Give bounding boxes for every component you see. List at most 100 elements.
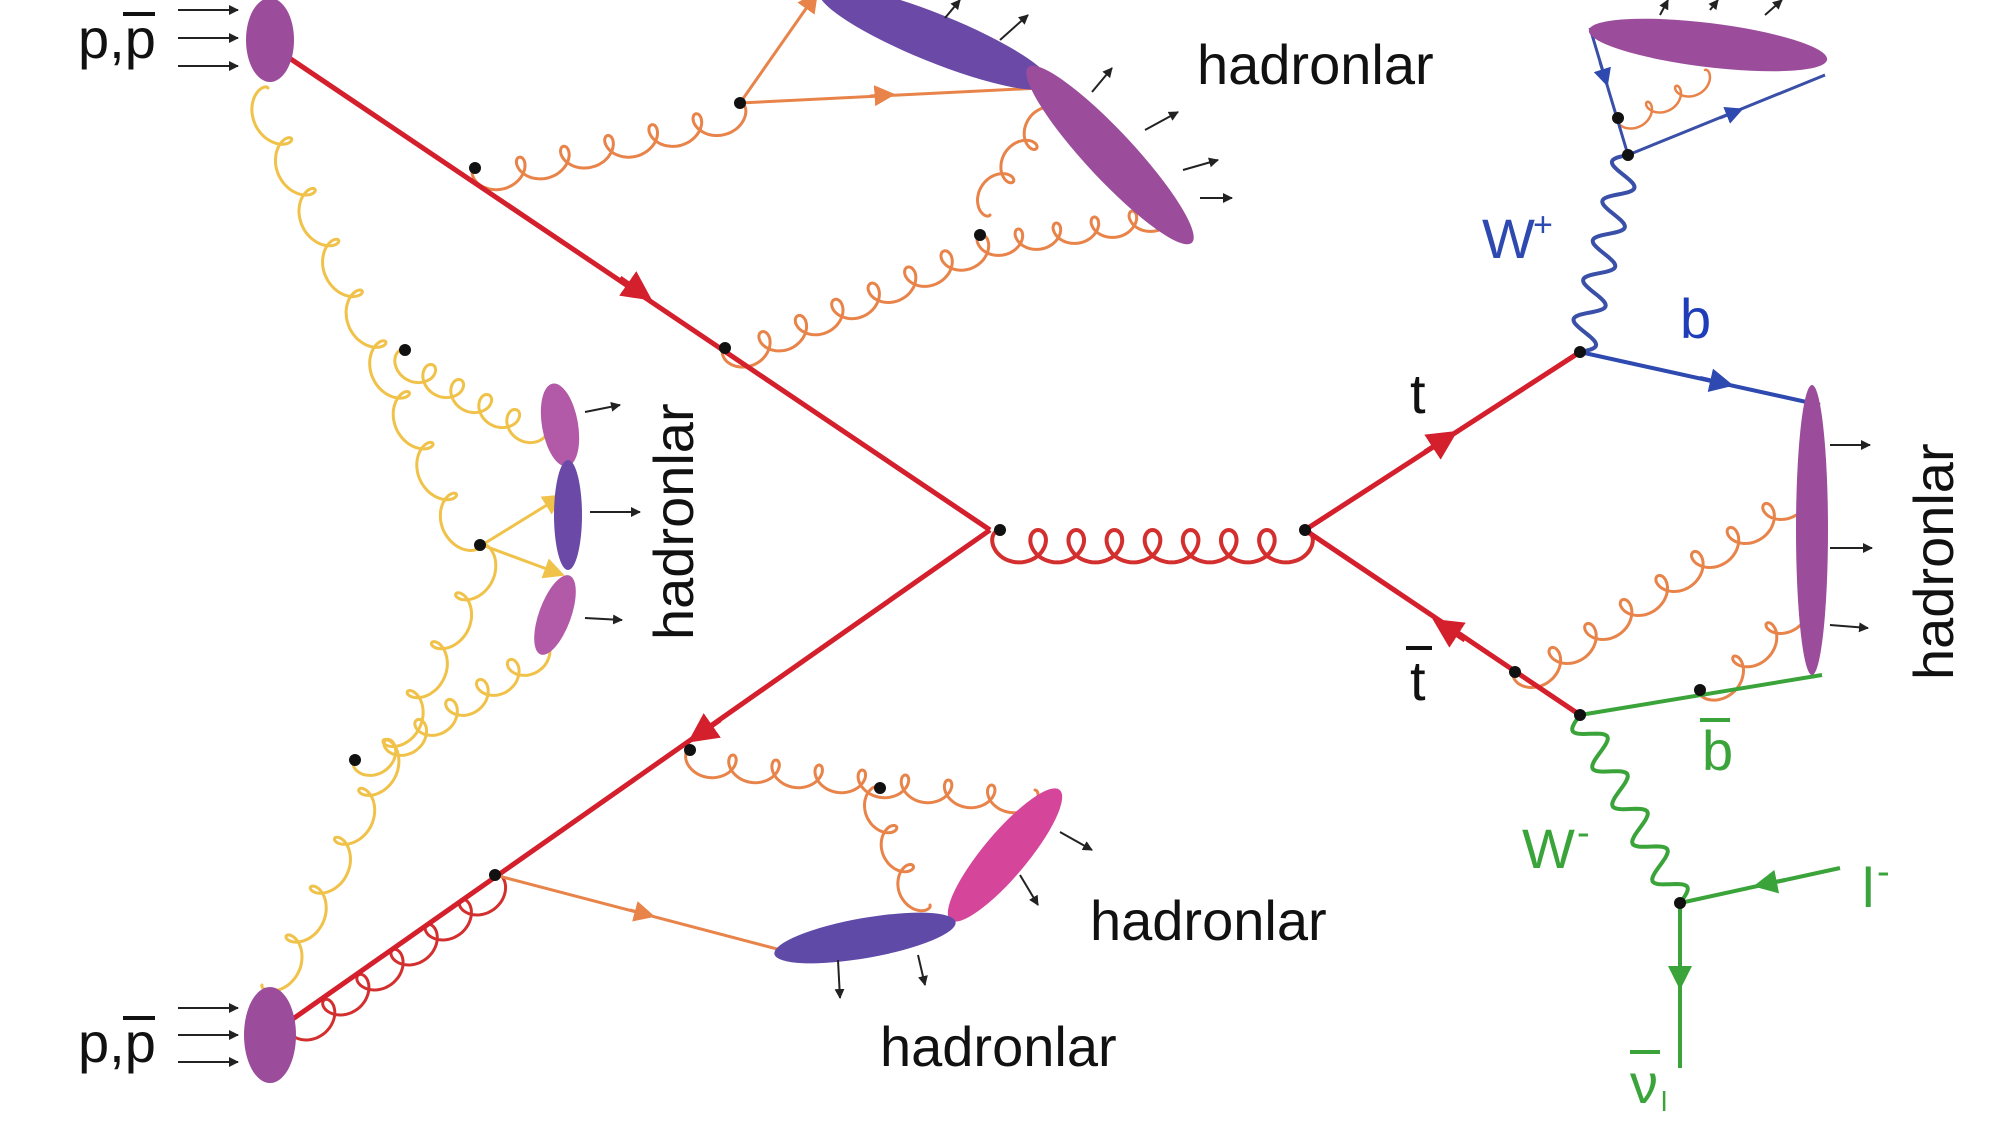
fragmentation-lines (481, 0, 1826, 957)
isr-gluon-top (250, 85, 482, 553)
hadron-arrow-14 (1659, 0, 1669, 16)
proton-blob-top (246, 0, 294, 82)
vertex-dot-18 (1694, 684, 1706, 696)
neutrino-label: ν l (1630, 1050, 1667, 1117)
hadron-arrows (584, 0, 1873, 999)
hadron-arrow-11 (1019, 874, 1039, 906)
fsr-gluon-bottom-2 (862, 785, 932, 913)
proton-label-bottom: p,p (78, 1003, 239, 1074)
proton-blob-bottom (244, 987, 296, 1083)
frag-line-top-up (738, 0, 819, 104)
w-plus-decay-left-arrow (1593, 61, 1611, 87)
jet-left-upper (540, 383, 580, 467)
anti-top-quark-arrow (1432, 618, 1467, 648)
fsr-gluon-bottom-3 (287, 872, 508, 1042)
vertices (349, 97, 1706, 909)
lepton-arrow (1753, 869, 1786, 894)
frag-arrow-top (869, 85, 896, 107)
hadron-arrow-19 (1829, 622, 1869, 633)
fsr-gluon-top-3 (975, 203, 1177, 257)
anti-top-quark-label-text: t (1410, 649, 1426, 712)
anti-b-quark-label: b (1700, 718, 1733, 782)
neutrino-label-text: ν (1630, 1052, 1658, 1115)
isr-frag-down (481, 543, 565, 579)
incoming-quark-lines (268, 42, 992, 1038)
hadron-arrow-3 (1091, 67, 1113, 93)
proton-label-bottom-text: p,p (78, 1011, 156, 1074)
hadrons-label-left-vertical: hadronlar (642, 403, 705, 640)
fsr-gluon-bbar (1697, 587, 1812, 702)
proton-label-top-text: p,p (78, 7, 156, 70)
w-minus-charge: - (1577, 812, 1590, 854)
jet-mid-bottom-violet (774, 912, 956, 964)
quark-arrow-bottom (687, 713, 722, 743)
w-plus-decay-right-arrow (1719, 106, 1744, 124)
hadron-arrow-16 (1764, 0, 1783, 16)
vertex-dot-16 (1612, 112, 1624, 124)
frag-line-top-right (739, 86, 1041, 105)
hadron-arrow-15 (1708, 0, 1719, 11)
vertex-dot-8 (684, 744, 696, 756)
central-gluon (990, 527, 1315, 565)
vertex-dot-2 (719, 342, 731, 354)
jet-top-violet (818, 0, 1052, 90)
hadron-arrow-9 (584, 614, 623, 625)
top-quark-lines (1303, 349, 1582, 718)
jet-left-middle (554, 460, 582, 570)
fsr-gluon-tbar (1511, 477, 1812, 690)
w-plus-decay-left (1588, 27, 1630, 156)
hadron-arrow-2 (999, 14, 1029, 41)
vertex-dot-12 (1299, 524, 1311, 536)
anti-top-quark-line (1303, 527, 1582, 718)
vertex-dot-17 (1509, 666, 1521, 678)
hadrons-label-right-vertical: hadronlar (1902, 443, 1965, 680)
top-quark-label: t (1410, 362, 1426, 425)
labels: p,p p,p hadronlar hadronlar hadronlar ha… (78, 5, 1965, 1117)
lepton-label: l - (1862, 851, 1890, 919)
hadron-jets (244, 0, 1828, 1083)
vertex-dot-4 (974, 229, 986, 241)
w-plus-boson (1571, 153, 1637, 354)
fsr-gluon-top-2 (720, 233, 991, 369)
jet-mid-bottom-pink (947, 788, 1063, 922)
hadron-arrow-1 (944, 0, 961, 19)
top-quark-arrow (1423, 430, 1458, 460)
w-boson-lines (1570, 153, 1690, 905)
isr-gluon-bottom (260, 542, 498, 993)
vertex-dot-11 (994, 524, 1006, 536)
jet-left-lower (534, 575, 576, 655)
vertex-dot-1 (469, 162, 481, 174)
fsr-gluon-w-plus (1615, 68, 1712, 130)
fsr-gluon-top-4 (975, 105, 1062, 218)
neutrino-sub: l (1661, 1086, 1667, 1117)
b-quark-lines (1579, 350, 1823, 717)
vertex-dot-3 (734, 97, 746, 109)
w-minus-boson (1570, 713, 1690, 905)
hadron-arrow-10 (1059, 831, 1093, 851)
w-minus-label: W - (1522, 812, 1590, 880)
vertex-dot-9 (874, 782, 886, 794)
frag-line-bottom (494, 873, 801, 957)
vertex-dot-6 (474, 539, 486, 551)
b-quark-arrow (1699, 368, 1734, 393)
b-quark-label: b (1680, 287, 1711, 350)
hadrons-label-mid-bottom: hadronlar (1090, 889, 1327, 952)
hadrons-label-top: hadronlar (1197, 33, 1434, 96)
isr-frag-up (481, 494, 564, 547)
lepton-label-text: l (1862, 856, 1874, 919)
hadron-arrow-4 (1144, 111, 1179, 131)
hadron-arrow-12 (917, 954, 928, 986)
lepton-line (1679, 866, 1841, 905)
fsr-gluon-top-1 (470, 101, 748, 192)
vertex-dot-13 (1574, 346, 1586, 358)
lepton-charge: - (1877, 851, 1890, 893)
proton-label-top: p,p (78, 5, 239, 71)
w-plus-label: W + (1482, 206, 1553, 270)
isr-gluon-branch-2 (351, 637, 552, 777)
vertex-dot-14 (1574, 709, 1586, 721)
w-plus-charge: + (1533, 206, 1553, 244)
vertex-dot-10 (489, 869, 501, 881)
vertex-dot-19 (1674, 897, 1686, 909)
lepton-lines (1668, 866, 1841, 1068)
